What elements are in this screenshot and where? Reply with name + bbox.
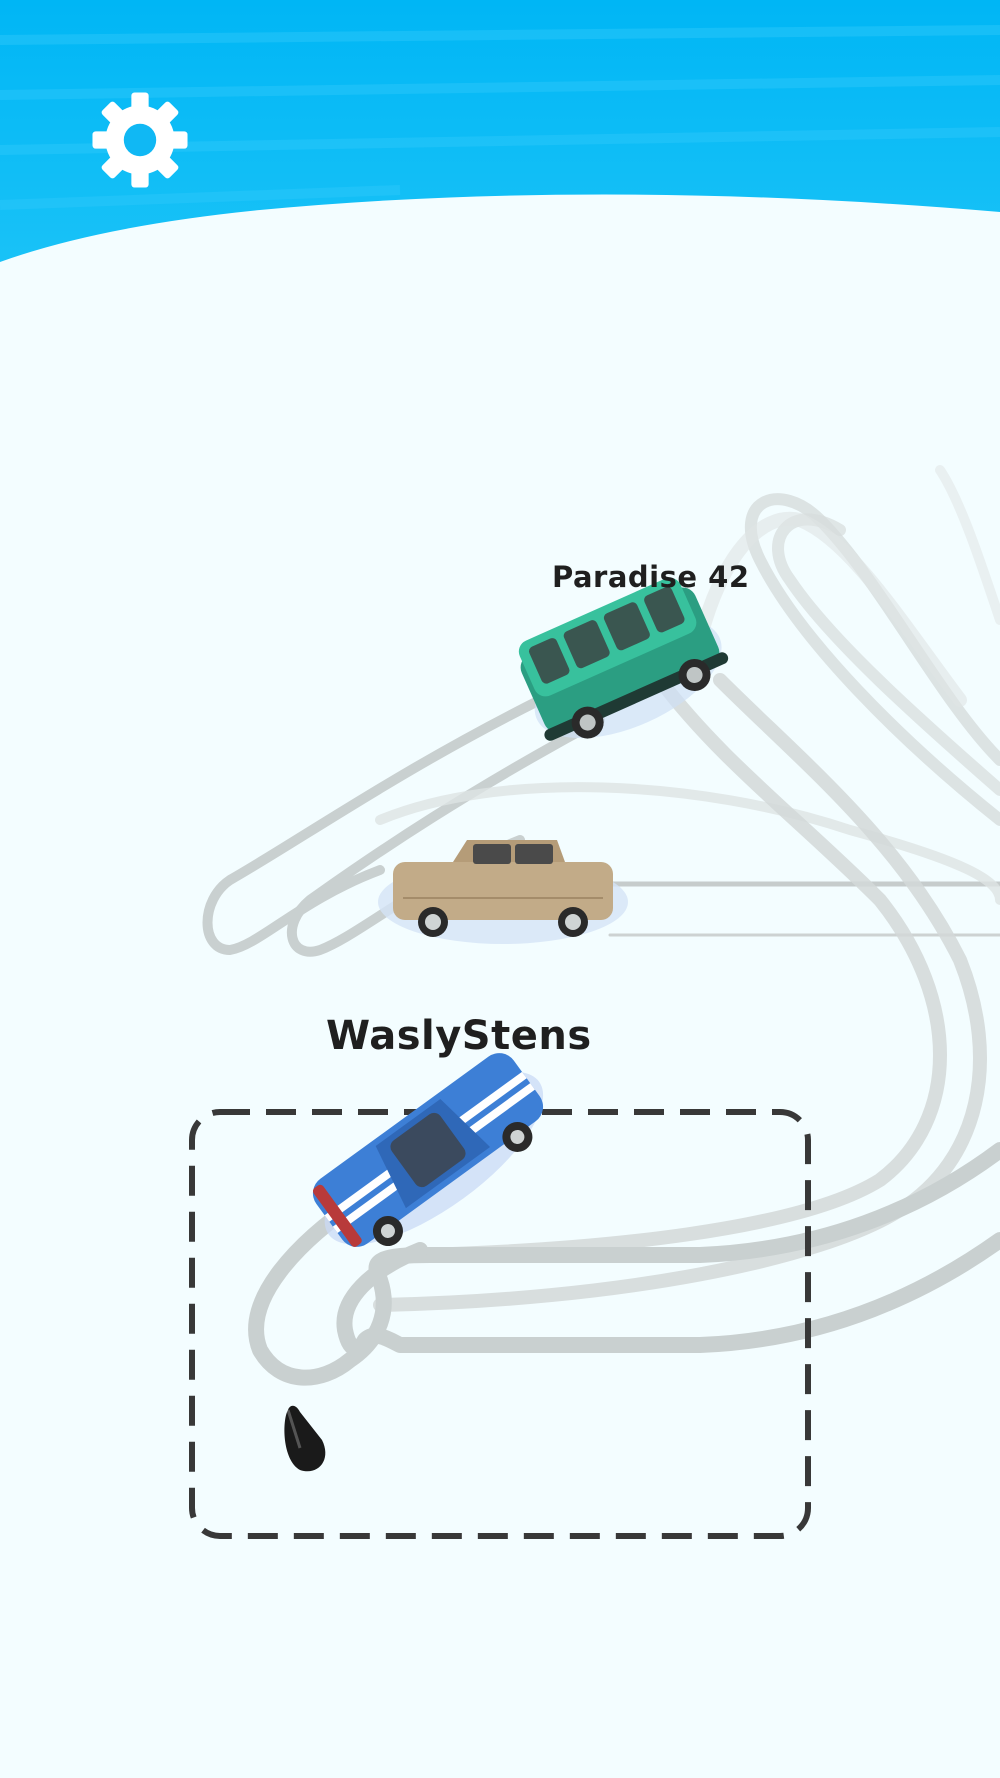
opponent-name-label: Paradise 42 xyxy=(552,560,750,594)
player-name-label: WaslyStens xyxy=(326,1013,592,1059)
skid-marks xyxy=(202,465,1000,1386)
tan-sedan xyxy=(378,840,628,944)
gear-icon xyxy=(92,92,188,188)
touch-marker-icon xyxy=(284,1405,326,1472)
green-van xyxy=(518,577,729,741)
blue-muscle-car xyxy=(312,1053,544,1247)
control-zone[interactable] xyxy=(189,1109,811,1539)
settings-button[interactable] xyxy=(86,86,194,194)
